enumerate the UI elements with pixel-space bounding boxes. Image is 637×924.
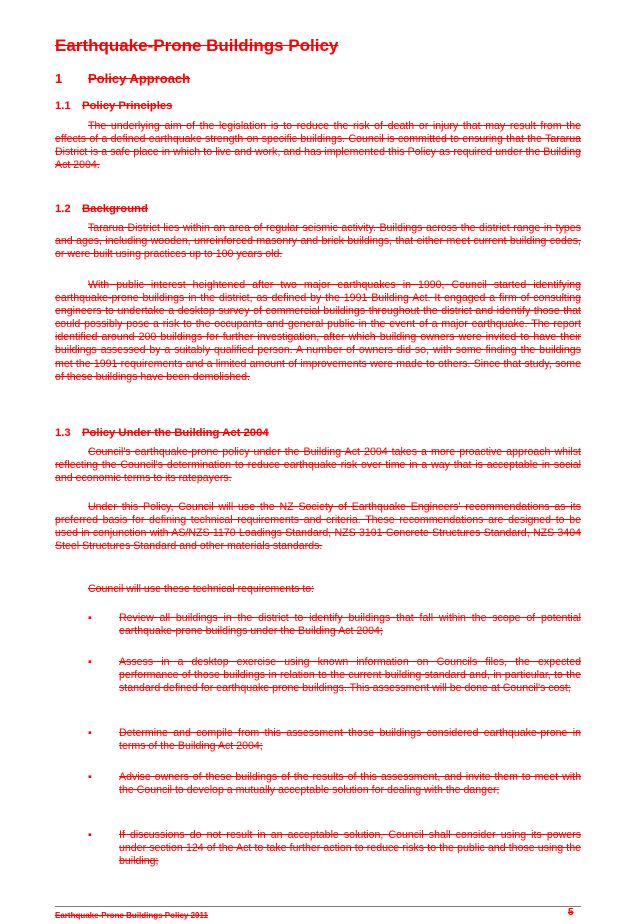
bullet-icon: ▪	[88, 727, 92, 739]
section-1-1-heading: 1.1 Policy Principles	[55, 100, 172, 112]
section-1-2-number: 1.2	[55, 203, 71, 215]
section-1-2-heading: 1.2 Background	[55, 203, 148, 215]
footer-document-title: Earthquake-Prone Buildings Policy 2011	[55, 911, 208, 920]
list-item: ▪Advise owners of these buildings of the…	[88, 771, 581, 797]
section-1-title: Policy Approach	[88, 71, 191, 86]
bullet-icon: ▪	[88, 612, 92, 624]
list-item: ▪Assess in a desktop exercise using know…	[88, 656, 581, 695]
page-title: Earthquake-Prone Buildings Policy	[55, 36, 339, 55]
paragraph-background-2: With public interest heightened after tw…	[55, 279, 581, 383]
list-item: ▪Determine and compile from this assessm…	[88, 727, 581, 753]
section-1-heading: 1 Policy Approach	[55, 71, 190, 86]
bullet-icon: ▪	[88, 656, 92, 668]
bullet-icon: ▪	[88, 829, 92, 841]
section-1-3-heading: 1.3 Policy Under the Building Act 2004	[55, 427, 269, 439]
section-1-1-number: 1.1	[55, 100, 71, 112]
section-1-3-number: 1.3	[55, 427, 71, 439]
section-1-1-title: Policy Principles	[82, 100, 173, 112]
page-number: 5	[568, 907, 574, 918]
section-1-number: 1	[55, 71, 63, 86]
bullet-icon: ▪	[88, 771, 92, 783]
footer-rule	[55, 906, 581, 907]
section-1-2-title: Background	[82, 203, 148, 215]
paragraph-policy-principles: The underlying aim of the legislation is…	[55, 120, 581, 172]
section-1-3-title: Policy Under the Building Act 2004	[82, 427, 269, 439]
paragraph-policy-under-act-2: Under this Policy, Council will use the …	[55, 501, 581, 553]
list-item: ▪Review all buildings in the district to…	[88, 612, 581, 638]
paragraph-policy-under-act-3: Council will use these technical require…	[88, 583, 315, 595]
list-item: ▪If discussions do not result in an acce…	[88, 829, 581, 868]
paragraph-background-1: Tararua District lies within an area of …	[55, 222, 581, 261]
paragraph-policy-under-act-1: Council's earthquake-prone policy under …	[55, 446, 581, 485]
